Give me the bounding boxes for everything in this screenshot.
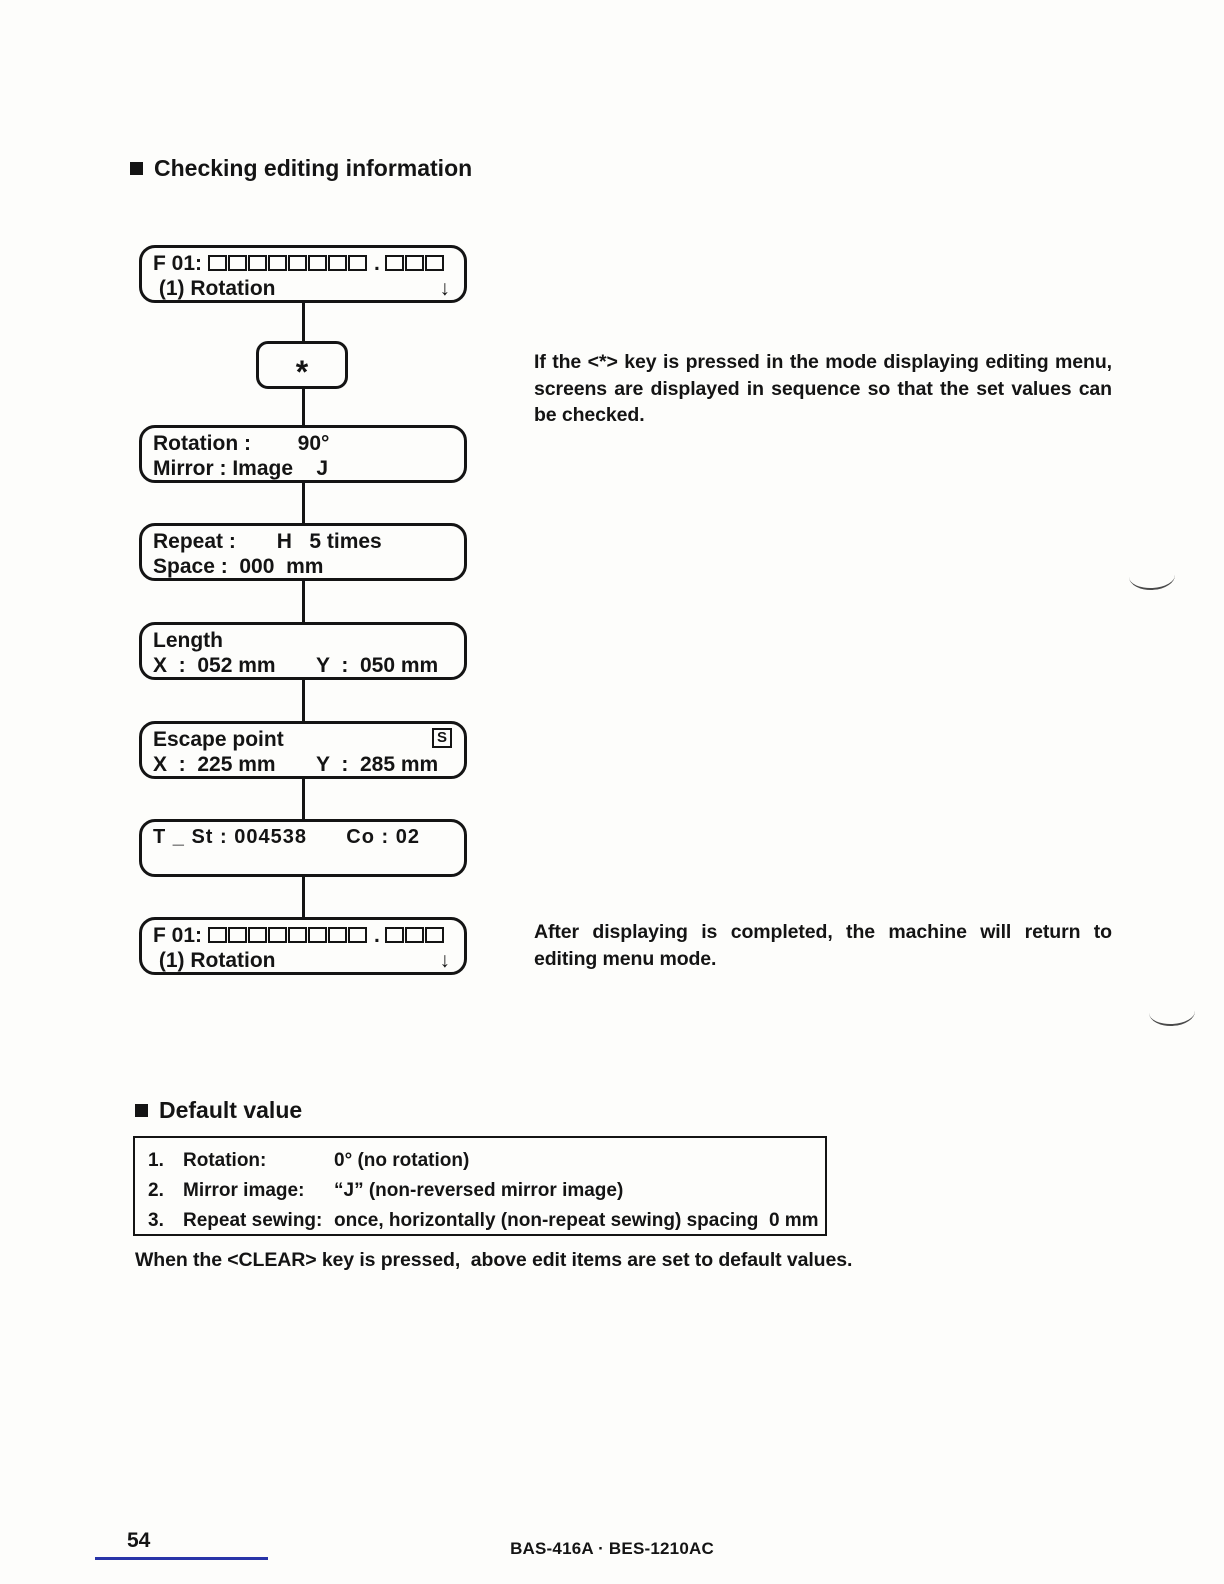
lcd-character-box bbox=[307, 255, 327, 271]
section-title-default-value-label: Default value bbox=[159, 1097, 303, 1123]
asterisk-key-label: * bbox=[295, 353, 309, 390]
row-label: Rotation: bbox=[183, 1150, 267, 1171]
lcd-character-box bbox=[307, 927, 327, 943]
lcd-line: Repeat : H 5 times bbox=[153, 530, 382, 553]
lcd-character-box bbox=[405, 255, 425, 271]
lcd-character-box bbox=[405, 927, 425, 943]
lcd-line: Rotation : 90° bbox=[153, 432, 330, 455]
lcd-rotation-mirror: Rotation : 90°Mirror : Image J bbox=[139, 425, 467, 483]
lcd-character-box bbox=[287, 255, 307, 271]
lcd-line: T _ St : 004538 Co : 02 bbox=[153, 826, 420, 848]
lcd-character-box bbox=[247, 927, 267, 943]
lcd-menu-item-label: (1) Rotation bbox=[153, 949, 276, 972]
lcd-character-box bbox=[425, 927, 445, 943]
lcd-character-box bbox=[247, 255, 267, 271]
speed-badge: S bbox=[431, 728, 452, 748]
section-title-checking-label: Checking editing information bbox=[154, 155, 473, 181]
row-number: 2. bbox=[148, 1180, 164, 1201]
section-title-checking: Checking editing information bbox=[130, 155, 472, 182]
square-bullet-icon bbox=[130, 162, 143, 175]
asterisk-key: * bbox=[256, 341, 348, 390]
lcd-character-box bbox=[287, 927, 307, 943]
lcd-character-box bbox=[385, 255, 405, 271]
lcd-line: F 01:. bbox=[153, 251, 454, 276]
lcd-character-box bbox=[207, 255, 227, 271]
lcd-line: Mirror : Image J bbox=[153, 457, 329, 480]
lcd-character-box bbox=[267, 255, 287, 271]
note-return-to-menu: After displaying is completed, the machi… bbox=[534, 921, 1112, 970]
clear-key-note: When the <CLEAR> key is pressed, above e… bbox=[135, 1249, 853, 1271]
lcd-function-label: F 01: bbox=[153, 924, 203, 947]
lcd-character-box bbox=[227, 255, 247, 271]
page-number: 54 bbox=[127, 1529, 151, 1552]
row-label: Mirror image: bbox=[183, 1180, 305, 1201]
lcd-editing-menu-bottom: F 01:. (1) Rotation ↓ bbox=[139, 917, 467, 975]
lcd-line: (1) Rotation ↓ bbox=[153, 276, 454, 301]
row-value: “J” (non-reversed mirror image) bbox=[334, 1180, 624, 1201]
down-arrow-icon: ↓ bbox=[439, 277, 451, 300]
down-arrow-icon: ↓ bbox=[439, 949, 451, 972]
lcd-character-box bbox=[227, 927, 247, 943]
row-value: 0° (no rotation) bbox=[334, 1150, 470, 1171]
lcd-character-box bbox=[327, 255, 347, 271]
lcd-line: X : 225 mm Y : 285 mm bbox=[153, 753, 439, 776]
lcd-character-box bbox=[347, 255, 367, 271]
lcd-character-box bbox=[385, 927, 405, 943]
default-value-row: 3. Repeat sewing: once, horizontally (non-… bbox=[148, 1206, 825, 1236]
flow-connector-line bbox=[302, 272, 305, 944]
section-title-default-value: Default value bbox=[135, 1097, 302, 1124]
lcd-character-box bbox=[207, 927, 227, 943]
lcd-decimal-point: . bbox=[374, 924, 380, 947]
default-value-row: 1. Rotation: 0° (no rotation) bbox=[148, 1146, 825, 1176]
row-value: once, horizontally (non-repeat sewing) s… bbox=[334, 1210, 819, 1231]
lcd-editing-menu-top: F 01:. (1) Rotation ↓ bbox=[139, 245, 467, 303]
row-label: Repeat sewing: bbox=[183, 1210, 323, 1231]
lcd-character-box bbox=[327, 927, 347, 943]
lcd-line: F 01:. bbox=[153, 923, 454, 948]
default-value-table: 1. Rotation: 0° (no rotation) 2. Mirror imag… bbox=[133, 1136, 827, 1236]
note-asterisk-key: If the <*> key is pressed in the mode di… bbox=[534, 351, 1112, 426]
lcd-line: X : 052 mm Y : 050 mm bbox=[153, 654, 439, 677]
lcd-character-box bbox=[425, 255, 445, 271]
square-bullet-icon bbox=[135, 1104, 148, 1117]
row-number: 3. bbox=[148, 1210, 164, 1231]
lcd-line: (1) Rotation ↓ bbox=[153, 948, 454, 973]
lcd-character-box bbox=[267, 927, 287, 943]
page-number-underline bbox=[95, 1557, 268, 1560]
lcd-line: Space : 000 mm bbox=[153, 555, 324, 578]
scan-artifact-curve bbox=[1148, 996, 1196, 1028]
lcd-function-label: F 01: bbox=[153, 252, 203, 275]
default-value-row: 2. Mirror image: “J” (non-reversed mirror … bbox=[148, 1176, 825, 1206]
lcd-line: Length bbox=[153, 629, 223, 652]
lcd-character-box bbox=[347, 927, 367, 943]
scan-artifact-curve bbox=[1128, 560, 1176, 592]
lcd-decimal-point: . bbox=[374, 252, 380, 275]
lcd-stitch-count: T _ St : 004538 Co : 02 bbox=[139, 819, 467, 877]
lcd-menu-item-label: (1) Rotation bbox=[153, 277, 276, 300]
lcd-line bbox=[153, 850, 454, 875]
document-id: BAS-416A · BES-1210AC bbox=[510, 1539, 714, 1558]
row-number: 1. bbox=[148, 1150, 164, 1171]
